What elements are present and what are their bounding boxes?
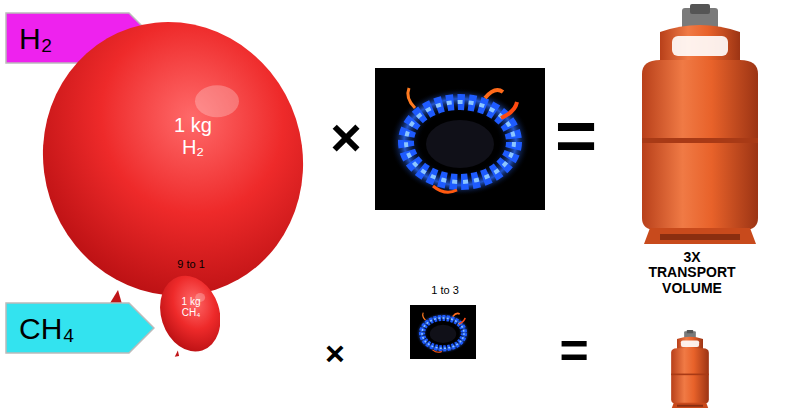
times-sign: × bbox=[326, 108, 366, 167]
equals-sign: = bbox=[548, 96, 604, 175]
balloon-small: 1 kg CH₄ bbox=[158, 274, 220, 364]
gas-tag: CH₄ bbox=[5, 302, 155, 354]
times-sign: × bbox=[318, 335, 352, 372]
equals-sign: = bbox=[552, 324, 596, 379]
mass-label: 1 kg H₂ bbox=[162, 114, 224, 158]
burner-flame-small bbox=[410, 305, 476, 359]
ratio-note: 9 to 1 bbox=[166, 258, 216, 270]
mass-label: 1 kg CH₄ bbox=[174, 296, 208, 318]
balloon-outline bbox=[158, 274, 220, 364]
volume-note: 3X TRANSPORT VOLUME bbox=[642, 250, 742, 296]
burner-flame bbox=[375, 68, 545, 210]
ratio-note: 1 to 3 bbox=[418, 284, 472, 296]
gas-bottle-small bbox=[664, 330, 716, 408]
gas-bottle bbox=[620, 4, 780, 244]
gas-name: H₂ bbox=[19, 22, 52, 55]
gas-name: CH₄ bbox=[19, 312, 75, 345]
